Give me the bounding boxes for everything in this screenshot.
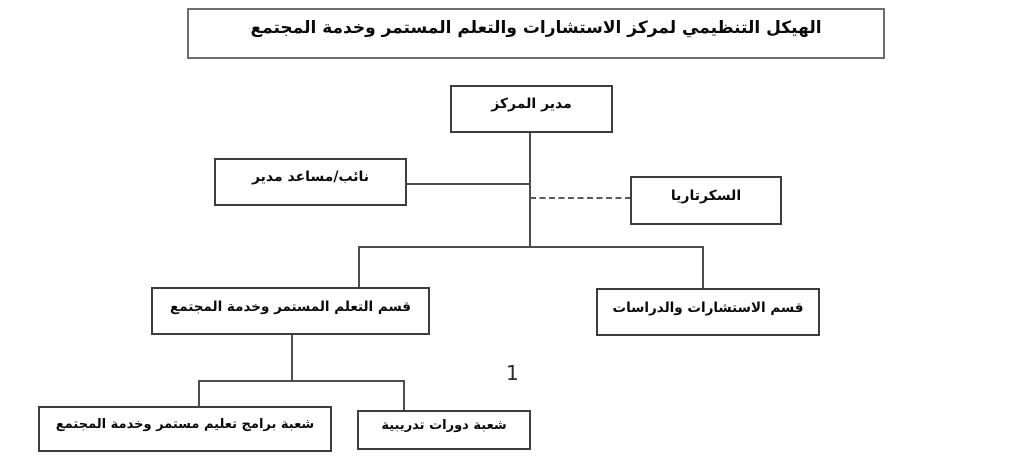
node-div-training-courses: شعبة دورات تدريبية <box>357 410 531 450</box>
node-div-continuing-education-programs: شعبة برامج تعليم مستمر وخدمة المجتمع <box>38 406 332 452</box>
connector-dept-learning-down <box>358 246 360 287</box>
connector-div-programs-down <box>198 380 200 406</box>
node-dept-consultations-studies: قسم الاستشارات والدراسات <box>596 288 820 336</box>
node-deputy-assistant-director: نائب/مساعد مدير <box>214 158 407 206</box>
connector-deputy <box>407 183 530 185</box>
stray-mark: 1 <box>506 361 519 385</box>
connector-divisions-horizontal <box>198 380 405 382</box>
connector-div-courses-down <box>403 380 405 410</box>
node-center-director: مدير المركز <box>450 85 613 133</box>
connector-director-down <box>529 133 531 247</box>
connector-divisions-stem <box>291 335 293 381</box>
node-dept-continuing-learning: قسم التعلم المستمر وخدمة المجتمع <box>151 287 430 335</box>
connector-secretariat-dashed <box>530 197 631 199</box>
connector-dept-consult-down <box>702 246 704 288</box>
connector-departments-horizontal <box>358 246 704 248</box>
node-secretariat: السكرتاريا <box>630 176 782 225</box>
chart-title: الهيكل التنظيمي لمركز الاستشارات والتعلم… <box>187 8 885 59</box>
